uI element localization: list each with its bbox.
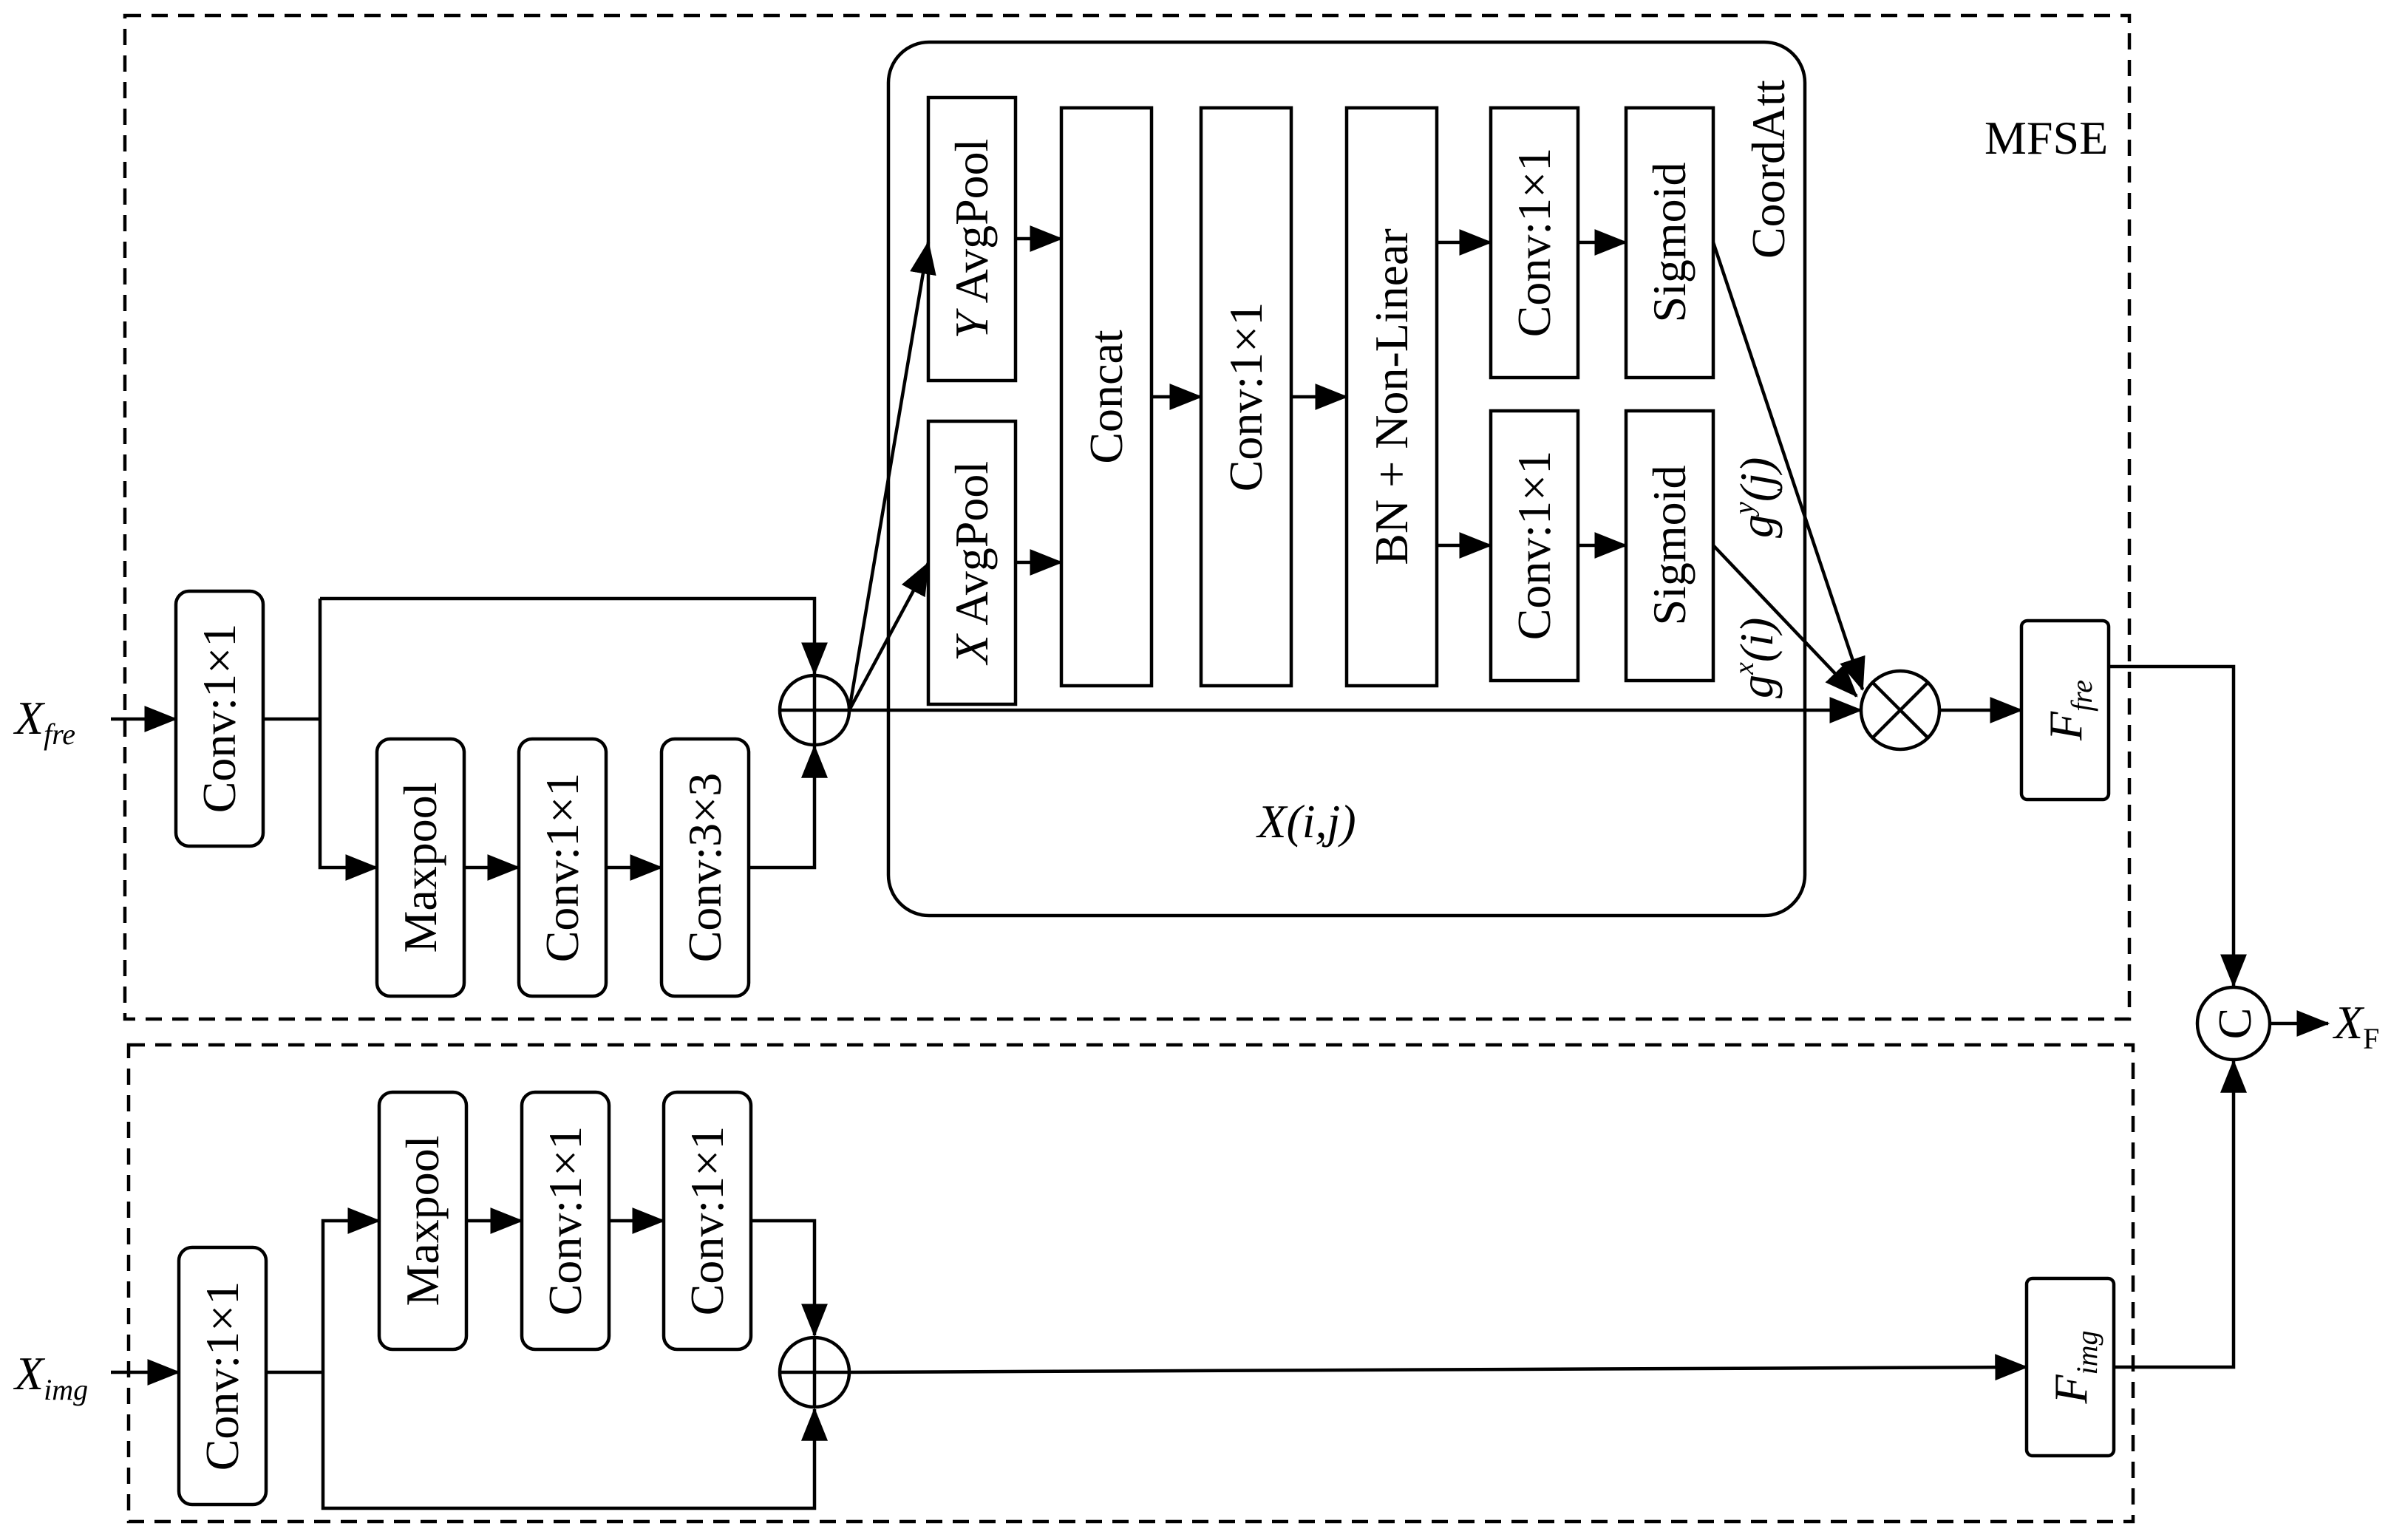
to-bottom-maxpool-arrow — [321, 1207, 381, 1372]
x-f-output-label: XF — [2332, 996, 2379, 1055]
gx-to-multiply-arrow — [1712, 544, 1858, 698]
bottom-add-operator — [778, 1335, 851, 1409]
gx-label: gx(i) — [1729, 618, 1783, 698]
add-to-xpool-arrow — [848, 562, 930, 712]
top-maxpool-label: Maxpool — [394, 782, 446, 953]
x-avgpool-box — [926, 419, 1018, 706]
bottom-conv-1x1-out-label: Conv:1×1 — [681, 1126, 733, 1316]
x-avgpool-label: X AvgPool — [945, 461, 998, 666]
fimg-to-concat-arrow — [2114, 1059, 2247, 1369]
coordatt-title: CoordAtt — [1742, 80, 1795, 259]
concat-label: Concat — [1080, 330, 1132, 464]
f-fre-label: Ffre — [2039, 680, 2098, 741]
top-conv-3x3-label: Conv:3×3 — [678, 773, 731, 963]
add-to-ypool-arrow — [847, 240, 936, 711]
mfse-title: MFSE — [1984, 112, 2108, 164]
image-branch-frame — [126, 1043, 2135, 1524]
ffre-to-concat-arrow — [2109, 664, 2247, 988]
x-img-label: Ximg — [13, 1347, 88, 1406]
multiply-operator — [1859, 669, 1942, 752]
top-add-operator — [778, 673, 851, 747]
to-maxpool-arrow — [318, 599, 379, 881]
y-avgpool-label: Y AvgPool — [945, 139, 998, 339]
bottom-conv-1x1-in-label: Conv:1×1 — [196, 1281, 248, 1471]
concat-operator: C — [2195, 985, 2272, 1062]
f-fre-box — [2019, 619, 2111, 802]
xij-label: X(i,j) — [1255, 795, 1356, 848]
gy-to-multiply-arrow — [1711, 242, 1865, 692]
conv3-to-add-arrow — [749, 744, 828, 870]
bottom-maxpool-label: Maxpool — [396, 1135, 449, 1306]
sigmoid-top-label: Sigmoid — [1643, 163, 1696, 323]
sigmoid-bottom-label: Sigmoid — [1643, 466, 1696, 626]
top-conv-1x1-in-label: Conv:1×1 — [193, 624, 245, 814]
bn-nonlinear-box — [1344, 106, 1439, 688]
f-img-label: Fimg — [2044, 1330, 2103, 1404]
shared-conv-label: Conv:1×1 — [1220, 302, 1272, 492]
concat-box — [1059, 106, 1154, 688]
shared-conv-box — [1199, 106, 1293, 688]
x-fre-label: Xfre — [13, 692, 75, 751]
top-conv-1x1-mid-label: Conv:1×1 — [536, 773, 588, 963]
bottom-conv-1x1-mid-label: Conv:1×1 — [539, 1126, 591, 1316]
skip-connection-bottom — [321, 1372, 828, 1510]
conv-bottom-box — [1489, 409, 1580, 683]
gy-label: gy(j) — [1729, 457, 1783, 538]
sigmoid-top-box — [1624, 106, 1715, 380]
skip-connection-top — [320, 596, 828, 676]
concat-operator-label: C — [2208, 1008, 2261, 1040]
add-to-fimg-arrow — [848, 1354, 2029, 1381]
bottom-conv-to-add-arrow — [751, 1219, 828, 1338]
mfse-frame — [123, 13, 2132, 1021]
conv-bottom-label: Conv:1×1 — [1508, 451, 1560, 641]
conv-top-label: Conv:1×1 — [1508, 148, 1560, 338]
bn-nonlinear-label: BN + Non-Linear — [1365, 228, 1418, 565]
